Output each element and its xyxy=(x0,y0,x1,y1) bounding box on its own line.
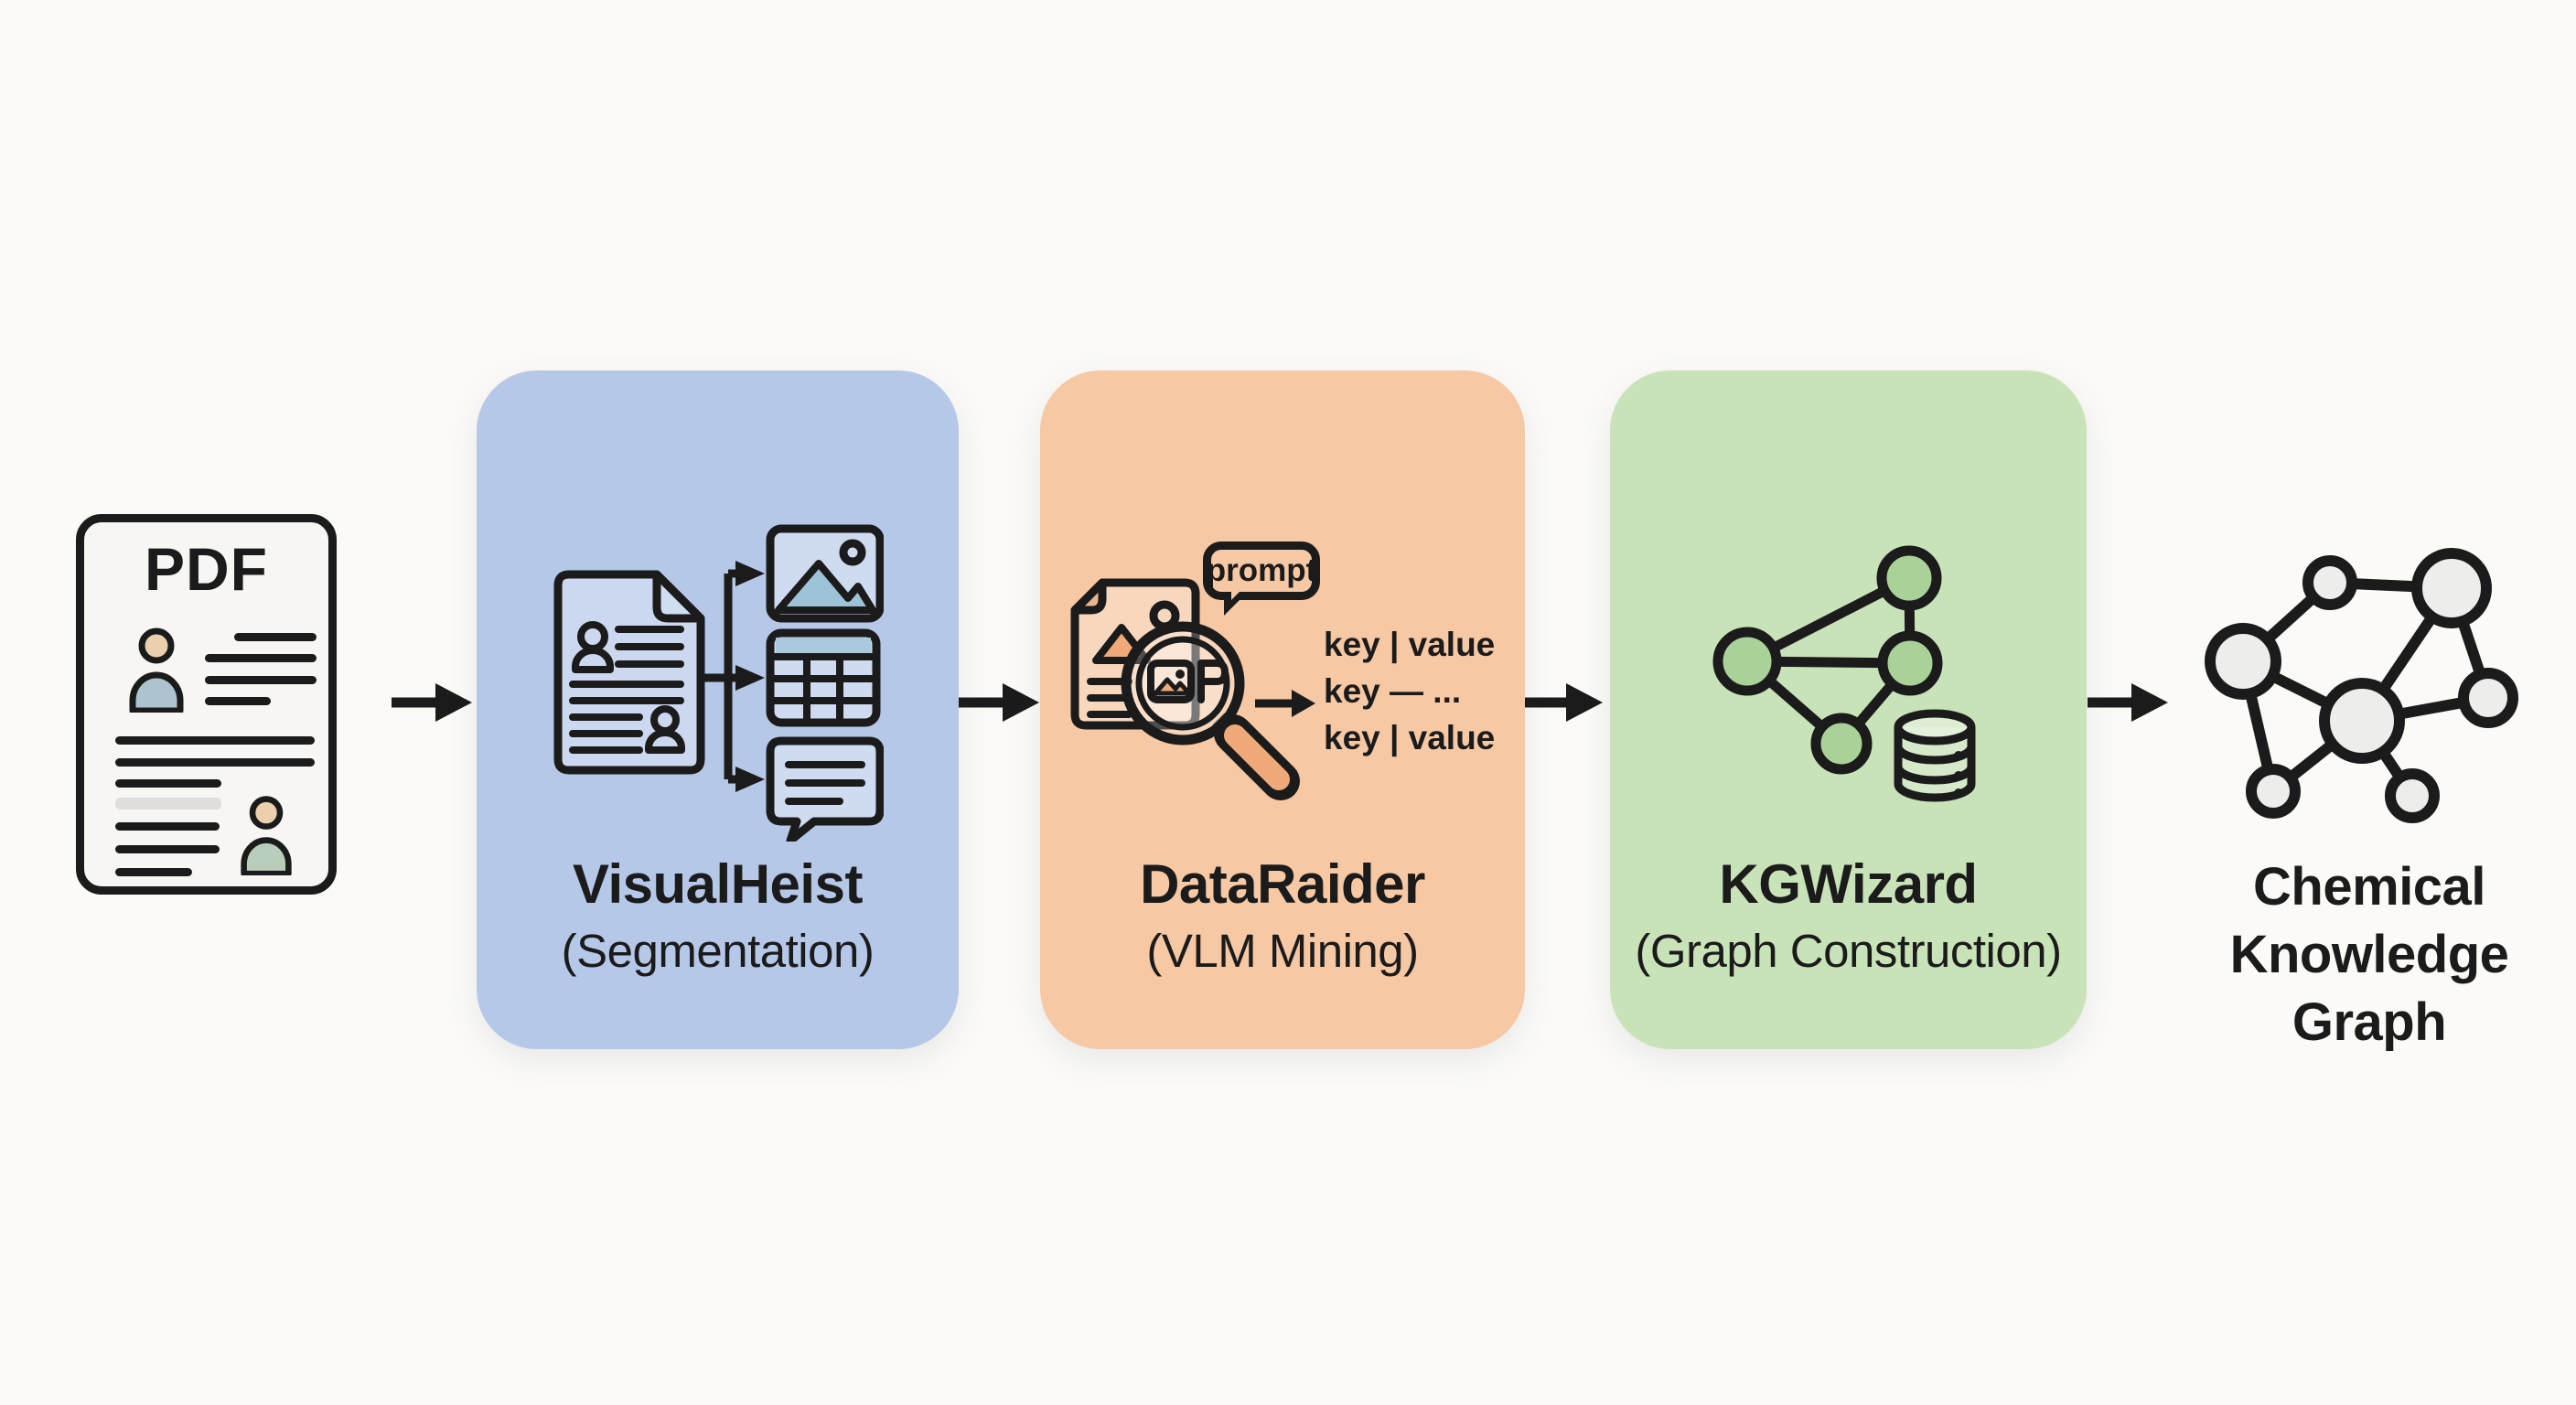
table-icon xyxy=(766,628,881,727)
module-kgwizard: KGWizard (Graph Construction) xyxy=(1610,370,2087,1049)
flow-arrow-icon xyxy=(1522,683,1603,722)
output-label-line: Knowledge xyxy=(2229,925,2509,984)
module-title: DataRaider xyxy=(1140,853,1425,915)
key-value-line: key | value xyxy=(1324,626,1496,663)
document-fold xyxy=(652,570,705,623)
arrow-icon xyxy=(1255,690,1315,717)
person-icon xyxy=(129,627,184,713)
module-title: KGWizard xyxy=(1719,853,1978,915)
output-label-line: Graph xyxy=(2292,992,2447,1052)
network-graph-icon xyxy=(2205,548,2518,823)
graph-nodes-icon xyxy=(1712,545,1943,775)
flow-arrow-icon xyxy=(392,683,472,722)
image-icon xyxy=(766,524,884,623)
text-line xyxy=(115,868,192,876)
output-label: Chemical Knowledge Graph xyxy=(2186,853,2552,1056)
magnifier-icon xyxy=(1121,621,1300,800)
vlm-mining-illustration xyxy=(1070,578,1300,800)
module-subtitle: (Segmentation) xyxy=(561,925,875,977)
text-line xyxy=(115,822,220,831)
module-subtitle: (VLM Mining) xyxy=(1146,925,1419,977)
branch-arrows-icon xyxy=(699,569,739,784)
flow-arrow-icon xyxy=(959,683,1039,722)
text-line-faded xyxy=(115,798,221,810)
key-value-line: key — ... xyxy=(1324,672,1462,710)
text-line xyxy=(234,633,317,641)
key-value-output: key | value key — ... key | value xyxy=(1324,621,1495,761)
text-line xyxy=(115,779,221,788)
text-line xyxy=(205,676,317,684)
graph-construction-illustration xyxy=(1712,545,1976,802)
text-line xyxy=(115,845,220,853)
pdf-document-icon: PDF xyxy=(76,514,337,895)
text-line xyxy=(115,758,315,767)
segmentation-illustration xyxy=(553,524,884,842)
pdf-label: PDF xyxy=(145,535,268,603)
speech-bubble-icon xyxy=(766,736,884,842)
output-label-line: Chemical xyxy=(2253,857,2485,917)
database-icon xyxy=(1894,709,1976,802)
module-dataraider: DataRaider (VLM Mining) xyxy=(1040,370,1525,1049)
flow-arrow-icon xyxy=(2088,683,2168,722)
prompt-label: prompt xyxy=(1206,552,1317,588)
prompt-bubble-icon: prompt xyxy=(1203,542,1320,616)
module-title: VisualHeist xyxy=(573,853,863,915)
text-line xyxy=(205,654,317,662)
person-icon xyxy=(241,796,292,875)
text-line xyxy=(115,736,315,745)
key-value-line: key | value xyxy=(1324,719,1496,756)
text-line xyxy=(205,697,271,705)
module-subtitle: (Graph Construction) xyxy=(1635,925,2062,977)
